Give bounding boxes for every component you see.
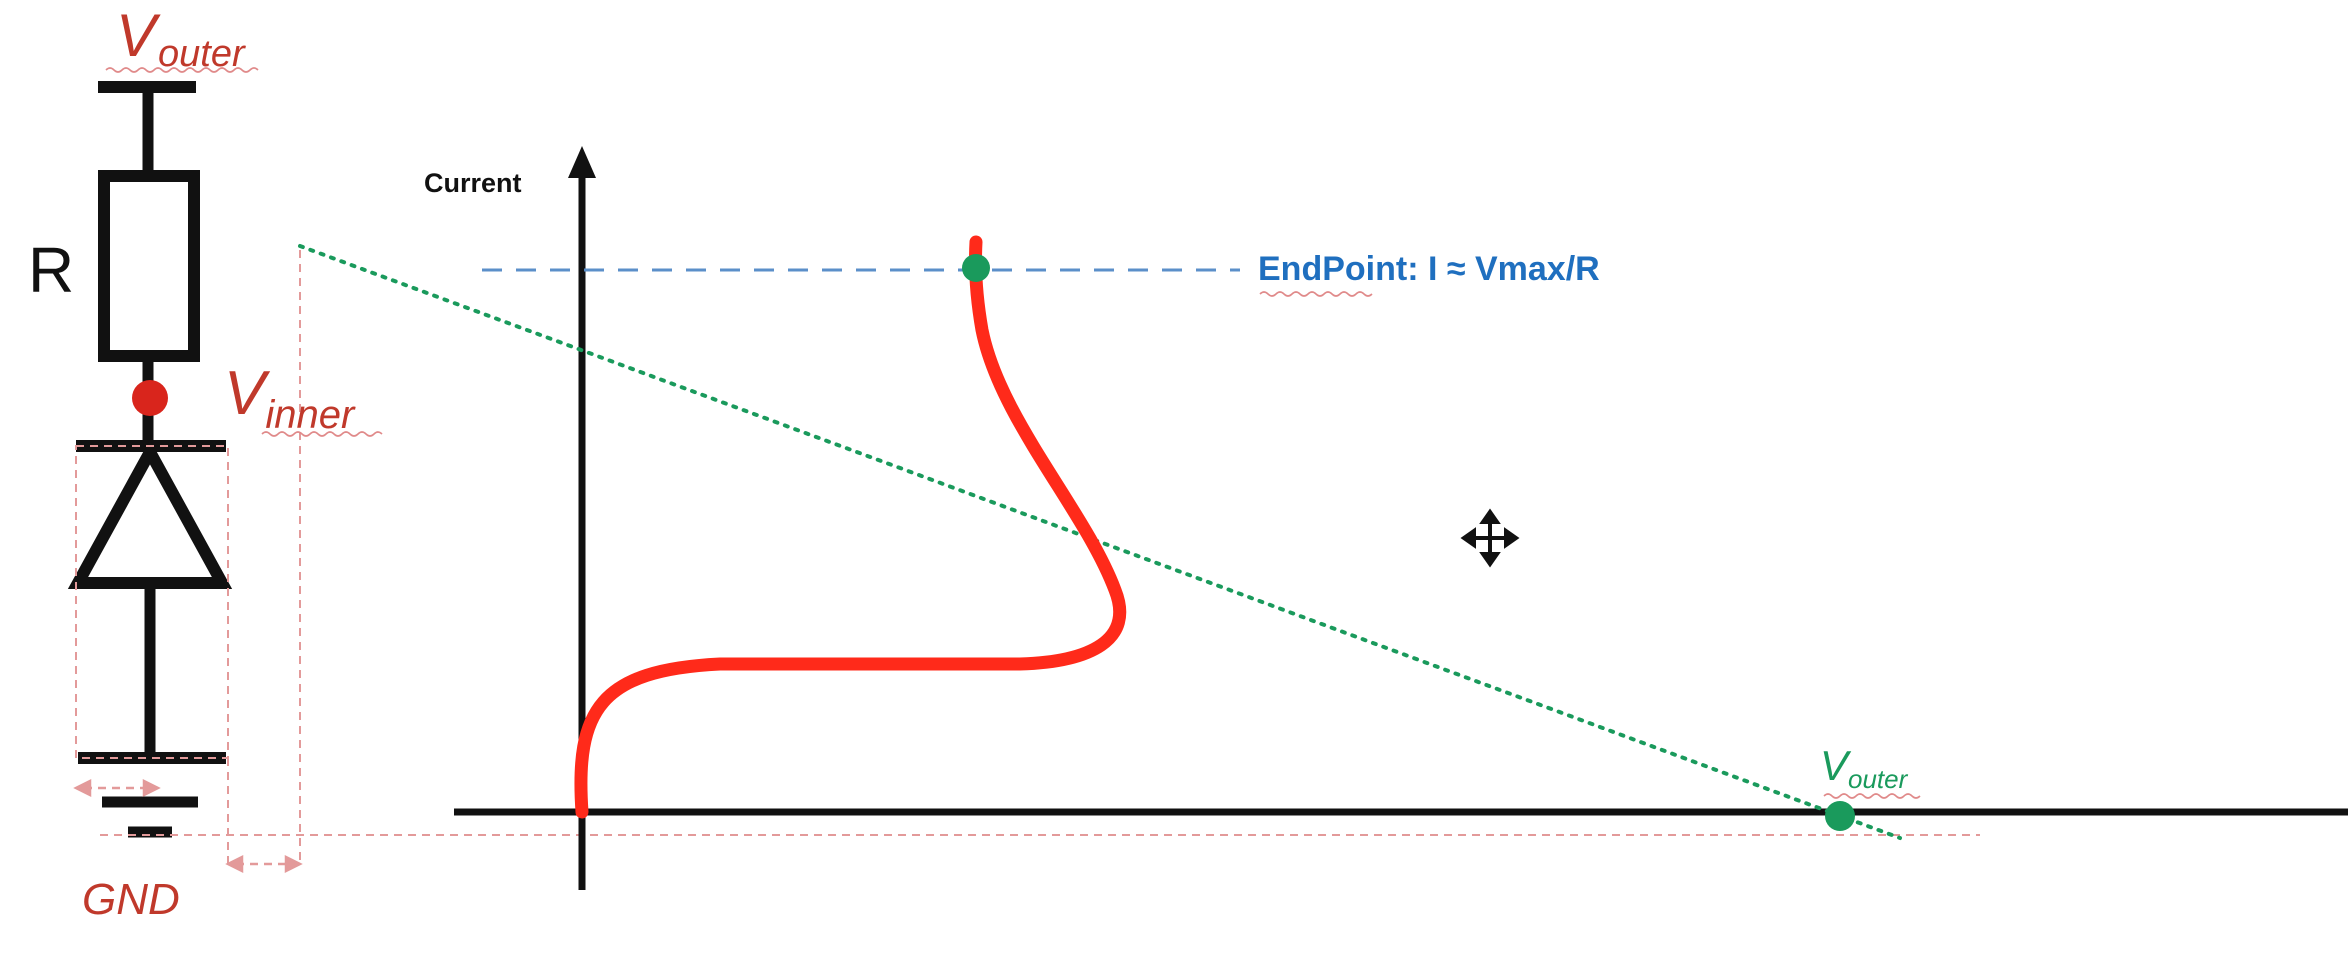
v-outer-axis-label: Vouter bbox=[1820, 742, 1909, 794]
endpoint-node bbox=[962, 254, 990, 282]
load-line bbox=[298, 244, 1902, 840]
v-inner-label: Vinner bbox=[224, 359, 356, 437]
v-inner-node bbox=[132, 380, 168, 416]
y-axis-label: Current bbox=[424, 168, 522, 198]
spell-squiggle bbox=[105, 67, 259, 73]
y-axis-arrowhead bbox=[568, 146, 596, 178]
v-outer-node bbox=[1825, 801, 1855, 831]
selection-guides bbox=[75, 250, 1980, 865]
move-cursor-icon bbox=[1460, 508, 1520, 568]
iv-graph: Current EndPoint: I ≈ Vmax/R Vouter bbox=[298, 146, 2348, 890]
diode-triangle bbox=[67, 439, 233, 589]
endpoint-label: EndPoint: I ≈ Vmax/R bbox=[1258, 250, 1600, 288]
spell-squiggle bbox=[1823, 793, 1921, 799]
diode-iv-curve bbox=[574, 235, 1127, 819]
circuit-schematic: Vouter R Vinner GND bbox=[28, 2, 1980, 924]
resistor bbox=[98, 170, 200, 362]
spell-squiggle bbox=[1259, 291, 1373, 297]
resistor-label: R bbox=[28, 234, 74, 306]
v-outer-top-label: Vouter bbox=[116, 2, 246, 75]
gnd-label: GND bbox=[82, 875, 180, 924]
spell-squiggle bbox=[261, 431, 383, 437]
dimension-arrows bbox=[73, 778, 303, 874]
